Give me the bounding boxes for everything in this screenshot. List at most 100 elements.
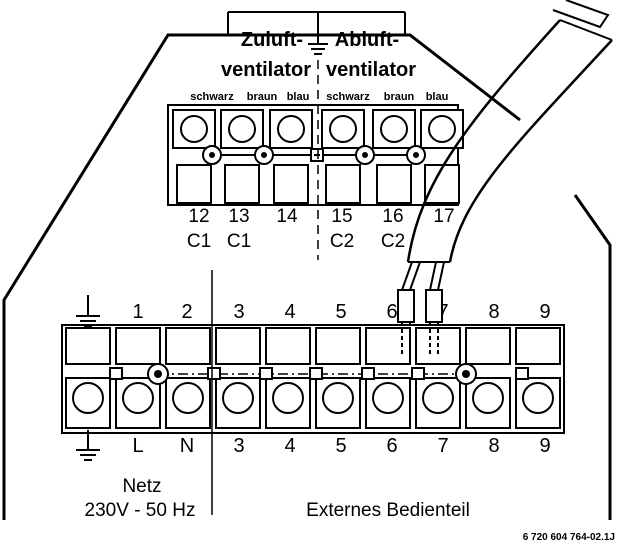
wire-color-label: schwarz	[190, 91, 234, 103]
top-terminal-hole	[228, 115, 256, 143]
bottom-terminal-upper	[315, 327, 361, 365]
bottom-bottom-labels: L N 3 4 5 6 7 8 9	[132, 435, 550, 457]
zuluft-header-line1: Zuluft-	[241, 29, 303, 51]
bottom-terminal-number: 3	[233, 301, 244, 323]
bottom-terminal-hole	[322, 382, 354, 414]
top-terminal-lower	[176, 164, 212, 204]
bottom-terminal-upper	[465, 327, 511, 365]
top-terminal-lower	[376, 164, 412, 204]
bottom-terminal-label: 5	[335, 435, 346, 457]
top-terminal-number: 16	[382, 206, 403, 227]
bottom-terminal-number: 4	[284, 301, 295, 323]
top-terminal-number: 15	[331, 206, 352, 227]
bottom-terminal-hole	[122, 382, 154, 414]
bottom-connector	[259, 367, 273, 380]
bottom-terminal-number: 1	[132, 301, 143, 323]
top-terminal-lower	[325, 164, 361, 204]
wire-color-label: schwarz	[326, 91, 370, 103]
zuluft-header-line2: ventilator	[221, 59, 311, 81]
bottom-screw-center	[462, 370, 470, 378]
bottom-terminal-block	[61, 324, 565, 434]
bottom-terminal-label: 4	[284, 435, 295, 457]
bottom-terminal-hole	[172, 382, 204, 414]
top-terminal-lower	[424, 164, 460, 204]
top-terminal-number: 12	[188, 206, 209, 227]
top-screws	[202, 145, 426, 165]
external-panel-caption: Externes Bedienteil	[306, 500, 470, 521]
bottom-terminal-label: 9	[539, 435, 550, 457]
bottom-terminal-hole	[522, 382, 554, 414]
bottom-screw-center	[154, 370, 162, 378]
bottom-connector	[207, 367, 221, 380]
housing-top-rim	[227, 11, 406, 35]
part-number: 6 720 604 764-02.1J	[523, 532, 615, 543]
bottom-connector	[515, 367, 529, 380]
bottom-terminal-hole	[422, 382, 454, 414]
bottom-terminal-number: 8	[488, 301, 499, 323]
bottom-terminal-number: 5	[335, 301, 346, 323]
wire-ferrule	[397, 289, 415, 323]
top-ground-symbol	[308, 26, 328, 55]
bottom-connectors	[109, 367, 529, 380]
top-terminal-number: 13	[228, 206, 249, 227]
bottom-terminal-number: 2	[181, 301, 192, 323]
bottom-screws	[147, 363, 477, 385]
bottom-terminals	[65, 327, 561, 429]
bottom-terminal-upper	[415, 327, 461, 365]
top-terminal-lower	[273, 164, 309, 204]
netz-caption-line2: 230V - 50 Hz	[85, 500, 196, 521]
control-cable	[406, 0, 619, 263]
cable-wires	[397, 261, 445, 356]
bottom-terminal-label: 8	[488, 435, 499, 457]
top-terminal-hole	[329, 115, 357, 143]
top-screw-center	[362, 152, 368, 158]
bottom-terminal-number: 9	[539, 301, 550, 323]
bottom-terminal-label: L	[132, 435, 143, 457]
top-terminal-code: C1	[187, 231, 211, 252]
bottom-terminal-label: 3	[233, 435, 244, 457]
top-screw-center	[261, 152, 267, 158]
bottom-terminal-upper	[65, 327, 111, 365]
top-screw-center	[209, 152, 215, 158]
top-terminal-number: 17	[433, 206, 454, 227]
wire-ferrule	[425, 289, 443, 323]
top-terminal-code: C1	[227, 231, 251, 252]
bottom-top-ground-symbol	[76, 295, 100, 327]
bottom-terminal-upper	[165, 327, 211, 365]
bottom-terminal-upper	[215, 327, 261, 365]
wire-color-label: braun	[247, 91, 278, 103]
bottom-terminal-hole	[222, 382, 254, 414]
bottom-bottom-ground-symbol	[76, 430, 100, 461]
top-terminal-number: 14	[276, 206, 298, 227]
bottom-terminal-hole	[72, 382, 104, 414]
bottom-terminal-number: 6	[386, 301, 397, 323]
abluft-header-line1: Abluft-	[335, 29, 399, 51]
bottom-terminal-label: 7	[437, 435, 448, 457]
wire-color-label: blau	[426, 91, 449, 103]
top-terminal-code: C2	[330, 231, 354, 252]
bottom-terminal-hole	[272, 382, 304, 414]
bottom-terminal-upper	[115, 327, 161, 365]
top-terminal-block	[167, 104, 464, 206]
bottom-connector	[109, 367, 123, 380]
bottom-top-numbers: 1 2 3 4 5 6 7 8 9	[132, 301, 550, 323]
top-screw-center	[413, 152, 419, 158]
netz-caption-line1: Netz	[122, 476, 161, 497]
bottom-terminal-label: 6	[386, 435, 397, 457]
wire-color-label: blau	[287, 91, 310, 103]
top-terminal-code: C2	[381, 231, 405, 252]
abluft-header-line2: ventilator	[326, 59, 416, 81]
top-terminal-hole	[380, 115, 408, 143]
bottom-terminal-hole	[372, 382, 404, 414]
top-terminal-hole	[180, 115, 208, 143]
bottom-connector	[361, 367, 375, 380]
bottom-connector	[309, 367, 323, 380]
bottom-terminal-hole	[472, 382, 504, 414]
top-terminal-lower	[224, 164, 260, 204]
bottom-terminal-upper	[265, 327, 311, 365]
wire-color-label: braun	[384, 91, 415, 103]
bottom-connector	[411, 367, 425, 380]
housing-outline	[2, 33, 612, 520]
bottom-terminal-label: N	[180, 435, 194, 457]
